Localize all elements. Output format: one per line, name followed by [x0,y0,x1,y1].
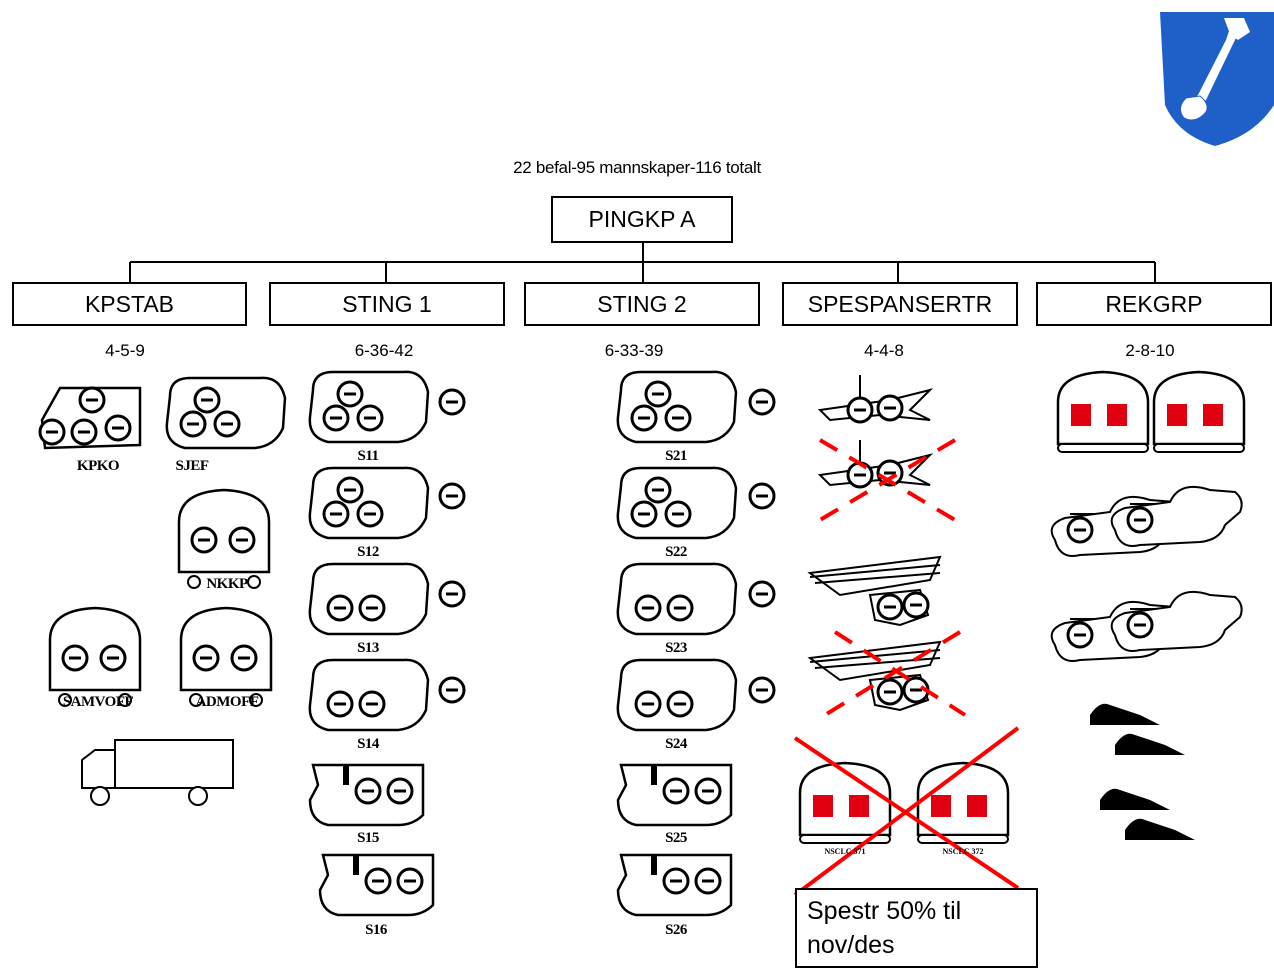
unit-box-kpstab: KPSTAB [12,282,247,326]
kpko-vehicle-icon [38,386,142,450]
label-sjef: SJEF [175,458,209,474]
unit-box-sting2: STING 2 [524,282,760,326]
truck-icon [81,739,234,806]
label-s14: S14 [357,736,379,752]
label-samvoff: SAMVOFF [62,694,134,710]
count-rekgrp: 2-8-10 [1125,341,1175,360]
sjef-vehicle-icon [167,378,285,448]
label-s11: S11 [357,448,379,464]
label-s15: S15 [357,830,379,846]
label-s23: S23 [665,640,687,656]
label-medic-2: NSCLC 372 [942,847,984,856]
note-box: Spestr 50% til nov/des [795,888,1038,968]
nkkp-vehicle-icon [179,490,269,588]
label-kpko: KPKO [76,458,120,474]
label-s25: S25 [665,830,687,846]
rekgrp-vehicles [1052,370,1246,840]
label-s26: S26 [665,922,687,938]
coat-of-arms-logo [1160,12,1274,146]
org-connectors [129,242,1156,282]
reduction-cross-marks [793,438,1020,897]
label-medic-1: NSCLC 371 [824,847,866,856]
label-admoff: ADMOFF [195,694,259,710]
label-s12: S12 [357,544,379,560]
label-s21: S21 [665,448,687,464]
label-nkkp: NKKP [206,576,248,592]
samvoff-vehicle-icon [50,608,140,706]
root-unit-box: PINGKP A [551,196,733,243]
label-s22: S22 [665,544,687,560]
admoff-vehicle-icon [181,608,271,706]
label-s13: S13 [357,640,379,656]
note-line-2: nov/des [807,931,895,959]
strength-summary: 22 befal-95 mannskaper-116 totalt [513,158,761,177]
count-spespansertr: 4-4-8 [864,341,904,360]
note-line-1: Spestr 50% til [807,897,962,925]
label-s24: S24 [665,736,687,752]
count-kpstab: 4-5-9 [105,341,145,360]
count-sting2: 6-33-39 [604,341,664,360]
unit-box-rekgrp: REKGRP [1036,282,1272,326]
unit-box-spespansertr: SPESPANSERTR [782,282,1018,326]
count-sting1: 6-36-42 [354,341,414,360]
unit-box-sting1: STING 1 [269,282,505,326]
label-s16: S16 [365,922,387,938]
